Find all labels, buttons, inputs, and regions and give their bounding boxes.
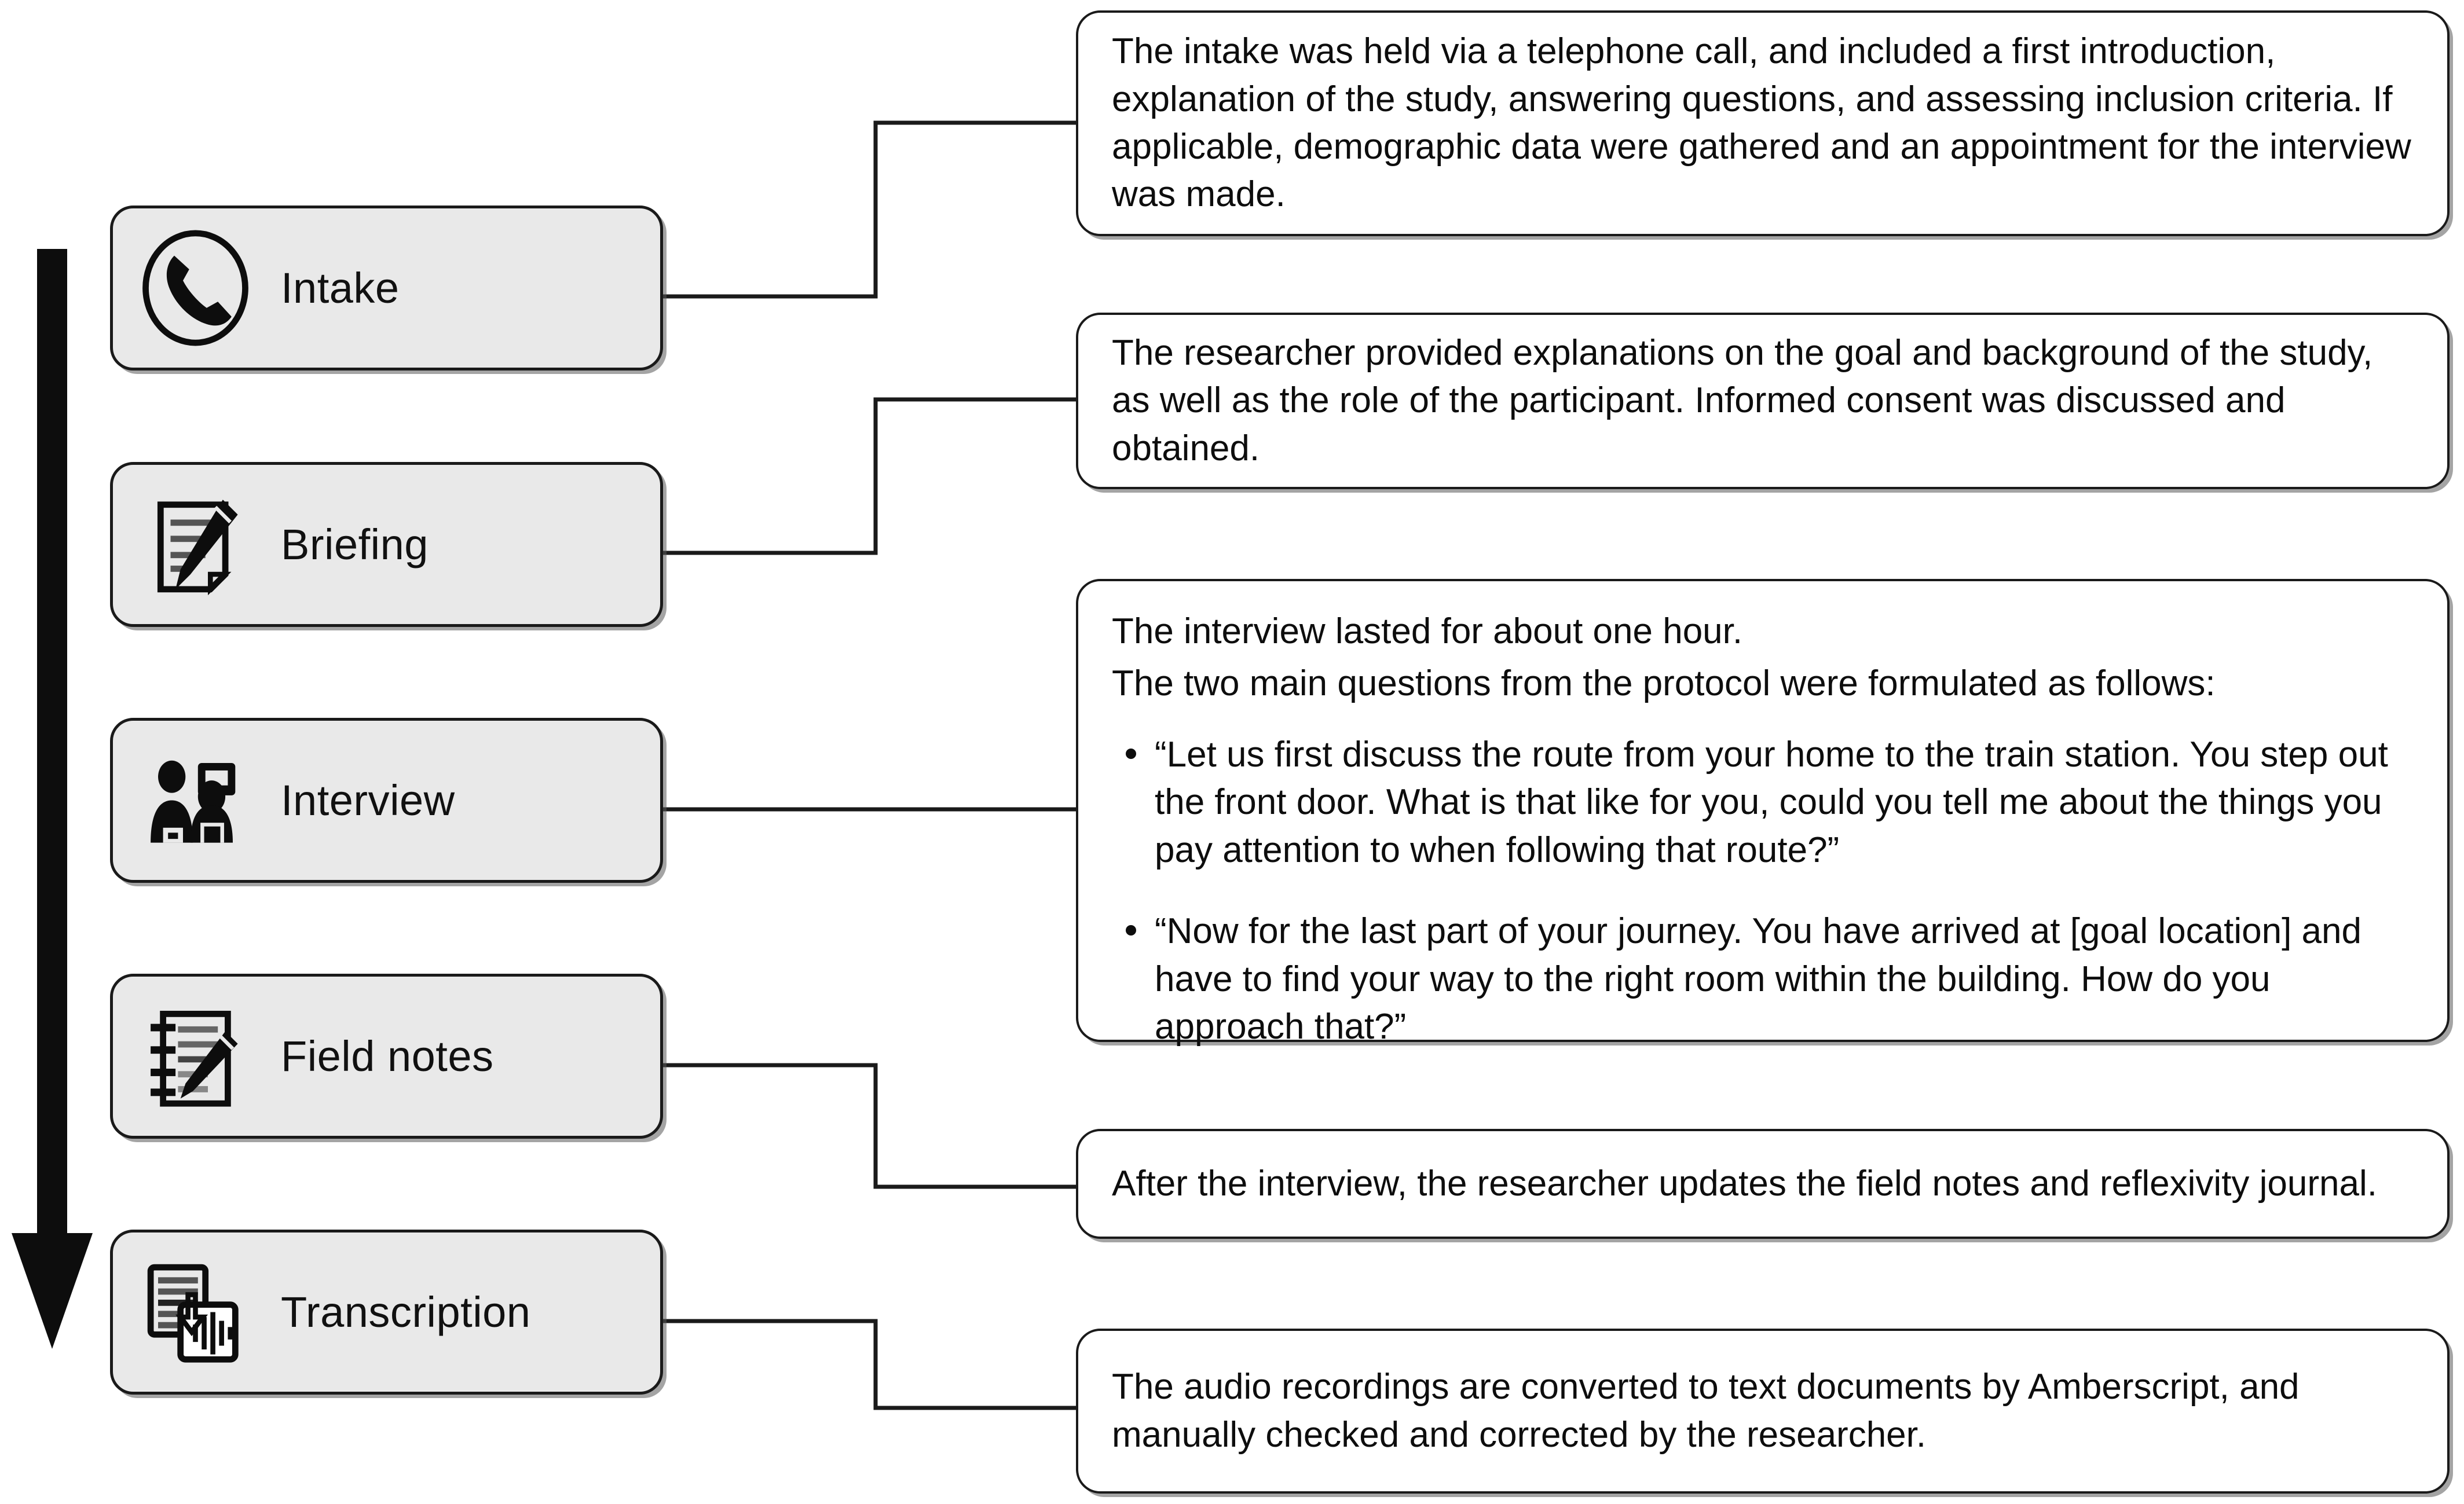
documents-with-audio-waveform-icon bbox=[133, 1250, 258, 1374]
stage-box-briefing[interactable]: Briefing bbox=[110, 462, 663, 627]
document-with-pen-icon bbox=[133, 482, 258, 607]
connector-transcription bbox=[663, 1319, 1076, 1410]
notepad-with-pen-icon bbox=[133, 994, 258, 1118]
stage-label-intake: Intake bbox=[281, 264, 400, 312]
note-box-field-notes: After the interview, the researcher upda… bbox=[1076, 1129, 2450, 1239]
stage-label-briefing: Briefing bbox=[281, 520, 429, 568]
note-paragraph: The intake was held via a telephone call… bbox=[1112, 31, 2411, 215]
stage-box-field-notes[interactable]: Field notes bbox=[110, 974, 663, 1139]
phone-in-circle-icon bbox=[133, 226, 258, 350]
note-bullet-list: “Let us first discuss the route from you… bbox=[1112, 731, 2411, 1051]
note-paragraph-lead: The interview lasted for about one hour. bbox=[1112, 611, 1743, 651]
stage-box-intake[interactable]: Intake bbox=[110, 206, 663, 371]
downward-process-arrow bbox=[12, 249, 93, 1349]
note-bullet-item: “Now for the last part of your journey. … bbox=[1126, 908, 2411, 1051]
note-bullet-item: “Let us first discuss the route from you… bbox=[1126, 731, 2411, 874]
note-paragraph-lead-2: The two main questions from the protocol… bbox=[1112, 663, 2216, 704]
stage-box-transcription[interactable]: Transcription bbox=[110, 1230, 663, 1395]
note-box-interview: The interview lasted for about one hour.… bbox=[1076, 579, 2450, 1047]
stage-label-field-notes: Field notes bbox=[281, 1032, 494, 1080]
note-paragraph: After the interview, the researcher upda… bbox=[1112, 1163, 2377, 1204]
note-box-briefing: The researcher provided explanations on … bbox=[1076, 313, 2450, 489]
stage-label-transcription: Transcription bbox=[281, 1288, 531, 1336]
note-paragraph: The researcher provided explanations on … bbox=[1112, 332, 2373, 468]
note-paragraph: The audio recordings are converted to te… bbox=[1112, 1367, 2300, 1455]
note-box-intake: The intake was held via a telephone call… bbox=[1076, 10, 2450, 236]
connector-briefing bbox=[663, 397, 1076, 555]
connector-intake bbox=[663, 120, 1076, 299]
stage-box-interview[interactable]: Interview bbox=[110, 718, 663, 883]
note-box-transcription: The audio recordings are converted to te… bbox=[1076, 1329, 2450, 1494]
connector-field-notes bbox=[663, 1063, 1076, 1189]
two-people-interview-icon bbox=[133, 738, 258, 863]
stage-label-interview: Interview bbox=[281, 776, 455, 824]
